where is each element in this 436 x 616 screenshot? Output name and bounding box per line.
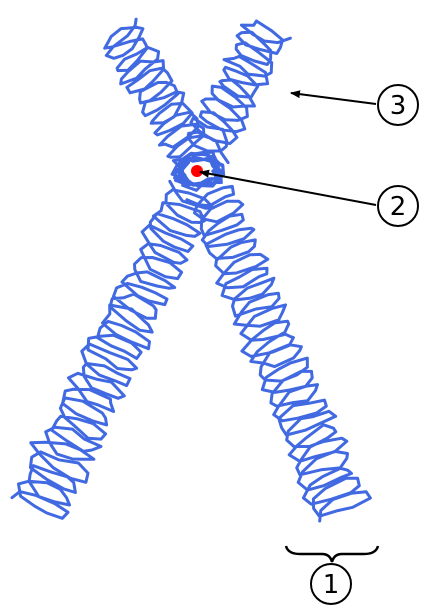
centromere-region-coils: [170, 150, 226, 192]
callout-1-chromatid: 1: [284, 545, 380, 605]
callout-2-arrow: [199, 169, 377, 206]
chromatid-arm-lower-left: [10, 179, 215, 520]
callout-1-label: 1: [323, 570, 340, 600]
callout-3-chromatid-coil: 3: [290, 84, 419, 126]
callout-3-arrow: [290, 90, 377, 105]
chromatid-arm-lower-right: [185, 184, 372, 523]
callout-1-circle: [310, 563, 352, 605]
chromatid-arm-upper-left: [103, 17, 213, 159]
chromatid-group: [10, 17, 372, 523]
chromatid-arm-upper-right: [186, 19, 292, 165]
centromere-marker: [191, 165, 203, 177]
chromatid-width-brace: [284, 545, 380, 563]
callout-2-label: 2: [390, 192, 407, 222]
callout-3-circle: [377, 84, 419, 126]
callout-2-circle: [377, 185, 419, 227]
callout-2-centromere: 2: [199, 169, 419, 227]
callout-3-label: 3: [390, 91, 407, 121]
